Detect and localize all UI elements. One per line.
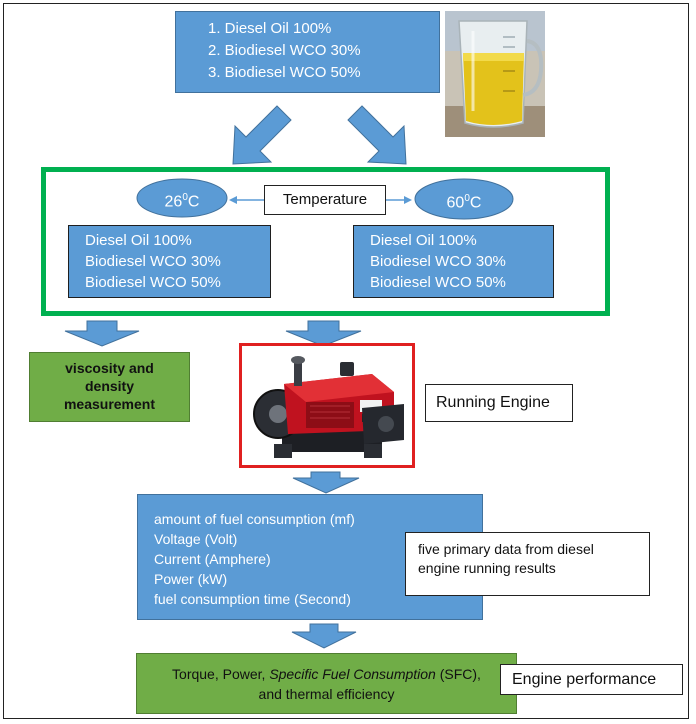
diesel-engine-photo: [244, 348, 410, 463]
primary-data-box: amount of fuel consumption (mf) Voltage …: [137, 494, 483, 620]
temperature-label: Temperature: [264, 185, 386, 215]
fuel-item: Diesel Oil 100%: [370, 232, 477, 249]
data-item: Voltage (Volt): [154, 531, 238, 547]
performance-box: Torque, Power, Specific Fuel Consumption…: [136, 653, 517, 714]
fuel-box-high-temp: Diesel Oil 100% Biodiesel WCO 30% Biodie…: [353, 225, 554, 298]
fuel-item: 1. Diesel Oil 100%: [208, 20, 332, 37]
figure-frame: [3, 3, 689, 719]
data-item: Power (kW): [154, 571, 228, 587]
fuel-item: Diesel Oil 100%: [85, 232, 192, 249]
fuel-item: Biodiesel WCO 50%: [85, 274, 221, 291]
temperature-group-frame: [41, 167, 610, 316]
data-item: Current (Amphere): [154, 551, 271, 567]
biodiesel-beaker-photo: [445, 11, 545, 137]
fuel-box-low-temp: Diesel Oil 100% Biodiesel WCO 30% Biodie…: [68, 225, 271, 298]
temperature-low-oval: [136, 178, 228, 218]
fuel-item: Biodiesel WCO 50%: [370, 274, 506, 291]
data-item: fuel consumption time (Second): [154, 591, 351, 607]
engine-performance-label: Engine performance: [500, 664, 683, 695]
running-engine-label: Running Engine: [425, 384, 573, 422]
fuel-item: 3. Biodiesel WCO 50%: [208, 64, 361, 81]
fuel-list-box: 1. Diesel Oil 100% 2. Biodiesel WCO 30% …: [175, 11, 440, 93]
viscosity-density-box: viscosity and density measurement: [29, 352, 190, 422]
fuel-item: 2. Biodiesel WCO 30%: [208, 42, 361, 59]
fuel-item: Biodiesel WCO 30%: [370, 253, 506, 270]
temperature-high-label: 600C: [446, 193, 482, 212]
temperature-high-oval: [414, 178, 514, 220]
fuel-item: Biodiesel WCO 30%: [85, 253, 221, 270]
data-item: amount of fuel consumption (mf): [154, 511, 355, 527]
primary-data-note: five primary data from diesel engine run…: [405, 532, 650, 596]
temperature-low-label: 260C: [164, 192, 200, 211]
